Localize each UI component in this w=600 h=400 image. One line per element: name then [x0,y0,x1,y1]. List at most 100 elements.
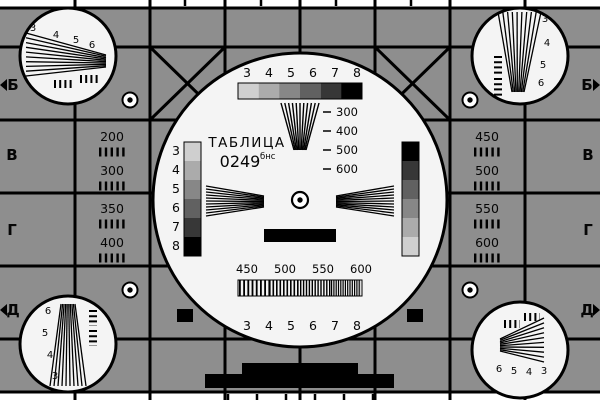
corner-circle [18,294,118,394]
staircase-outline [183,141,202,257]
grayscale-digit: 6 [309,318,317,333]
wedge-line [25,56,107,63]
horizontal-wedge-right [335,185,395,217]
wedge-line [57,303,65,387]
wedge-line [499,347,545,353]
wedge-line [25,51,107,61]
black-reference-square-right [407,309,423,322]
wedge-line [284,102,296,151]
wedge-line [205,188,265,198]
corner-label: 5 [42,328,48,339]
edge-letter-left-d: Д [6,301,19,319]
edge-letter-left-b: Б [7,76,18,94]
corner-circle-bottom-left: 6 5 4 3 [18,294,118,394]
wedge-line [518,11,523,93]
top-edge-glyph-marks [183,0,413,6]
wedge-line [511,11,517,93]
wedge-line [69,303,75,387]
side-digit: 8 [172,238,180,253]
grayscale-step [184,218,201,238]
corner-label: 6 [89,40,95,51]
card-title: ТАБЛИЦА [207,135,285,151]
corner-label: 5 [511,366,517,377]
wedge-line [300,102,305,151]
grayscale-staircase-top [237,82,363,100]
wedge-line [499,332,545,344]
wedge-line [287,102,298,151]
side-digit: 6 [172,200,180,215]
wedge-scale: 300 400 500 600 [323,105,358,176]
grayscale-step [184,161,201,181]
edge-letters: Б В Г Д Б В Г Д [6,76,593,319]
black-reference-square-left [177,309,193,322]
corner-wedge [499,317,545,363]
panel-number: 200 [100,129,124,144]
wedge-line [72,303,83,387]
sync-bar-lower [205,374,394,388]
grayscale-step [402,237,419,256]
frequency-grating-strip [237,279,363,297]
wedge-line [205,194,265,200]
grayscale-staircase-left [183,141,202,257]
wedge-line [497,11,513,93]
sync-bar-upper [242,363,358,374]
grayscale-digit-row-top: 3 4 5 6 7 8 [243,65,361,80]
side-digit: 7 [172,219,180,234]
corner-label: 3 [541,366,547,377]
mid-number: 500 [274,262,296,276]
grayscale-step [402,161,419,181]
grayscale-digit-row-bottom: 3 4 5 6 7 8 [243,318,361,333]
wedge-line [71,303,79,387]
wedge-line [205,200,265,203]
wedge-line [335,191,395,199]
wedge-line [205,206,265,217]
edge-letter-right-b: Б [581,76,592,94]
grayscale-step [320,83,342,99]
wedge-line [25,61,107,64]
card-code-superscript: бнс [260,152,276,162]
wedge-line [53,303,64,387]
card-code: 0249 [220,152,261,171]
wedge-line [335,206,395,217]
grayscale-step [184,237,201,256]
corner-label: 5 [540,60,546,71]
grayscale-step [402,199,419,219]
corner-circle-top-left: 3 4 5 6 [18,6,118,106]
corner-label: 3 [30,23,36,34]
panel-number: 400 [100,235,124,250]
wedge-line [335,194,395,200]
wedge-line [65,303,68,387]
panel-number: 500 [475,163,499,178]
diagonal-line [149,46,226,121]
corner-label: 3 [542,14,548,25]
grayscale-step [402,180,419,200]
side-digit: 5 [172,181,180,196]
wedge-line [205,197,265,202]
grayscale-step [184,180,201,200]
wedge-line [499,327,545,343]
wedge-line [305,102,320,151]
scale-label: 300 [336,105,358,119]
bottom-edge-glyph-marks [226,394,375,400]
edge-letter-right-v: В [582,146,593,164]
wedge-line [74,303,87,387]
wedge-line [523,11,542,93]
wedge-line [520,11,533,93]
wedge-line [335,205,395,214]
edge-letter-left-v: В [6,146,17,164]
grayscale-digit: 4 [265,318,273,333]
corner-label: 4 [544,38,550,49]
grayscale-digit: 7 [331,65,339,80]
wedge-line [280,102,295,151]
mid-number: 600 [350,262,372,276]
wedge-line [205,203,265,208]
edge-marker-triangle [593,304,600,316]
wedge-line [25,32,107,56]
wedge-line [335,200,395,203]
wedge-line [335,201,395,205]
target-dot [127,287,133,293]
panel-number: 350 [100,201,124,216]
wedge-line [522,11,537,93]
vertical-wedge [280,102,320,151]
grayscale-digit: 3 [243,65,251,80]
